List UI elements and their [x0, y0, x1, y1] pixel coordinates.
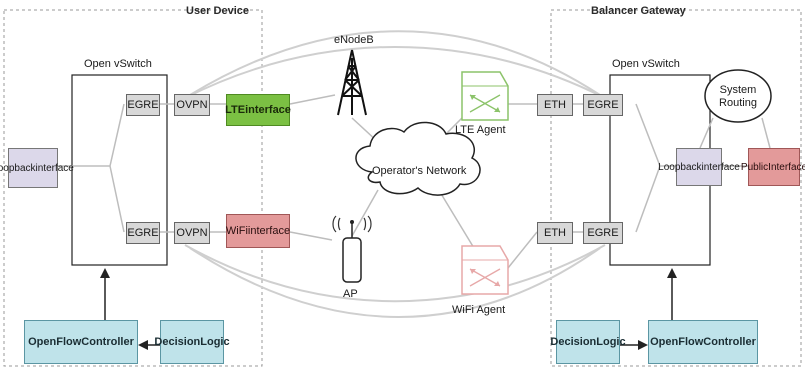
- gateway-openflow-controller: OpenFlow Controller: [648, 320, 758, 364]
- gateway-loopback-line2: interface: [701, 161, 740, 173]
- gateway-openflow-line2: Controller: [703, 335, 756, 348]
- gateway-loopback-interface: Loopback interface: [658, 148, 740, 186]
- gateway-decision-line1: Decision: [550, 335, 597, 348]
- user-decision-line1: Decision: [154, 335, 201, 348]
- lte-agent-label: LTE Agent: [455, 124, 506, 136]
- wifi-agent-label: WiFi Agent: [452, 304, 506, 316]
- user-openflow-controller: OpenFlow Controller: [24, 320, 138, 364]
- user-loopback-line2: interface: [35, 162, 74, 174]
- user-loopback-interface: Loopback interface: [0, 148, 74, 188]
- lte-agent-icon: [461, 71, 509, 121]
- user-decision-logic: Decision Logic: [154, 320, 230, 364]
- gateway-openflow-line1: OpenFlow: [650, 335, 704, 348]
- ap-antenna-icon: [332, 215, 372, 283]
- gateway-eth-bottom: ETH: [537, 222, 573, 244]
- user-ovpn-bottom: OVPN: [174, 222, 210, 244]
- lte-interface-line2: interface: [245, 103, 291, 116]
- gateway-logic-arrowhead: [638, 340, 648, 350]
- wifi-tunnel-arc-inner: [184, 244, 606, 303]
- user-logic-arrowhead: [138, 340, 148, 350]
- gateway-decision-line2: Logic: [596, 335, 626, 348]
- gateway-egre-bottom: EGRE: [583, 222, 623, 244]
- gateway-bracket-lines: [635, 103, 676, 233]
- gateway-loopback-line1: Loopback: [658, 161, 702, 173]
- balancer-gateway-region: [550, 9, 802, 367]
- lte-interface: LTE interface: [225, 94, 291, 126]
- system-routing-ellipse: [704, 69, 772, 123]
- user-controller-arrowhead: [100, 268, 110, 278]
- wifi-tunnel-arc-outer: [189, 247, 601, 318]
- operator-network-label: Operator's Network: [372, 165, 467, 177]
- enodeb-tower-icon: [337, 49, 367, 116]
- system-routing-label: System Routing: [714, 84, 762, 110]
- wifi-agent-to-eth-link: [507, 231, 538, 269]
- operator-network-cloud: [355, 121, 481, 196]
- public-interface-line2: Interface: [768, 161, 805, 173]
- gateway-controller-arrowhead: [667, 268, 677, 278]
- lte-tunnel-arc-inner: [184, 46, 606, 99]
- user-openflow-line1: OpenFlow: [28, 335, 82, 348]
- system-routing-line2: Routing: [719, 97, 757, 109]
- wifi-agent-icon: [461, 245, 509, 295]
- gateway-eth-top: ETH: [537, 94, 573, 116]
- enodeb-label: eNodeB: [334, 34, 374, 46]
- user-ovs-label: Open vSwitch: [84, 58, 152, 70]
- gateway-egre-top: EGRE: [583, 94, 623, 116]
- gateway-ovs-label: Open vSwitch: [612, 58, 680, 70]
- user-decision-line2: Logic: [200, 335, 230, 348]
- ap-to-cloud-link: [351, 189, 379, 237]
- user-device-region: [3, 9, 263, 367]
- user-egre-bottom: EGRE: [126, 222, 160, 244]
- user-loopback-line1: Loopback: [0, 162, 36, 174]
- user-ovpn-top: OVPN: [174, 94, 210, 116]
- balancer-gateway-title: Balancer Gateway: [591, 5, 686, 17]
- public-interface-line1: Public: [740, 161, 769, 173]
- user-bracket-lines: [80, 103, 125, 233]
- gateway-routing-links: [699, 117, 771, 149]
- user-openflow-line2: Controller: [81, 335, 134, 348]
- ap-label: AP: [343, 288, 358, 300]
- user-egre-top: EGRE: [126, 94, 160, 116]
- wifi-to-ap-link: [289, 231, 333, 241]
- wifi-interface: WiFi interface: [226, 214, 290, 248]
- gateway-decision-logic: Decision Logic: [550, 320, 626, 364]
- wifi-interface-line2: interface: [247, 224, 291, 237]
- lte-interface-line1: LTE: [225, 103, 246, 116]
- user-device-title: User Device: [186, 5, 249, 17]
- lte-to-enodeb-link: [289, 94, 336, 105]
- public-interface: Public Interface: [741, 148, 805, 186]
- lte-tunnel-arc-outer: [189, 30, 601, 96]
- wifi-interface-line1: WiFi: [225, 224, 248, 237]
- system-routing-line1: System: [719, 84, 757, 96]
